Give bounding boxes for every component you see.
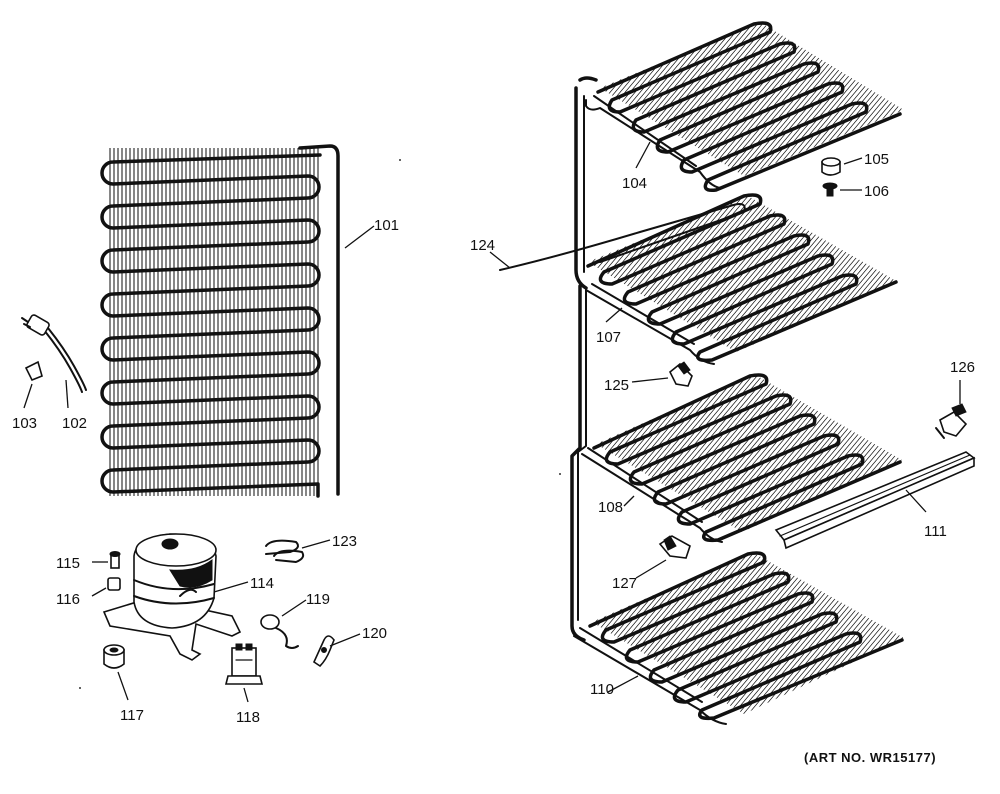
label-111: 111 [924,523,947,540]
power-cord [21,314,87,393]
leader-108 [623,495,635,507]
grommet [103,644,125,669]
shelf-screw [822,182,838,197]
label-117: 117 [120,707,144,724]
leader-117 [117,671,129,701]
evaporator-shelf-107 [585,193,898,365]
label-104: 104 [622,175,647,192]
leader-116 [91,587,107,597]
speck [559,473,561,475]
label-115: 115 [56,555,80,572]
overload-protector [260,614,299,649]
capillary-tube [499,203,746,271]
speck [399,159,401,161]
leader-101 [344,225,375,249]
bolt-sleeve [107,577,121,591]
label-123: 123 [332,533,357,550]
leader-105 [843,157,863,165]
shelf-connecting-tubes [570,76,598,642]
leader-120 [329,633,361,647]
label-124: 124 [470,237,495,254]
label-125: 125 [604,377,629,394]
condenser-serpentine-tube [100,153,322,498]
leader-119 [281,599,307,617]
label-118: 118 [236,709,260,726]
label-126: 126 [950,359,975,376]
leader-123 [301,539,331,549]
leader-104 [635,141,651,169]
leader-102 [65,379,69,409]
leader-111 [905,489,927,513]
leader-107 [605,307,623,323]
label-120: 120 [362,625,387,642]
mounting-clip [312,635,335,668]
leader-103 [23,383,33,409]
condenser-return-pipe [298,144,340,496]
evaporator-shelf-108 [581,373,902,543]
evaporator-shelf-110 [573,551,904,725]
label-119: 119 [306,591,330,608]
leader-127 [635,559,667,579]
shelf-bracket-upper [668,361,693,387]
shelf-cap [821,157,841,176]
speck [79,687,81,689]
shelf-bracket-lower [658,535,691,559]
label-107: 107 [596,329,621,346]
label-105: 105 [864,151,889,168]
compressor [102,533,242,661]
label-127: 127 [612,575,637,592]
leader-114 [213,581,249,593]
shelf-channel-strip [774,451,976,550]
tube-clamps [265,539,305,563]
evaporator-shelf-104 [585,21,904,193]
label-103: 103 [12,415,37,432]
leader-110 [607,675,639,693]
label-102: 102 [62,415,87,432]
label-116: 116 [56,591,80,608]
leader-125 [631,377,669,383]
art-number: (ART NO. WR15177) [804,750,936,765]
label-114: 114 [250,575,274,592]
condenser-coil [100,144,340,498]
thermostat-bracket [935,403,968,439]
wire-nut [24,360,43,382]
label-106: 106 [864,183,889,200]
start-relay [224,643,264,685]
label-110: 110 [590,681,614,698]
leader-118 [243,687,249,703]
label-101: 101 [374,217,399,234]
label-108: 108 [598,499,623,516]
mounting-bolt [109,551,121,569]
leader-124 [489,251,511,269]
